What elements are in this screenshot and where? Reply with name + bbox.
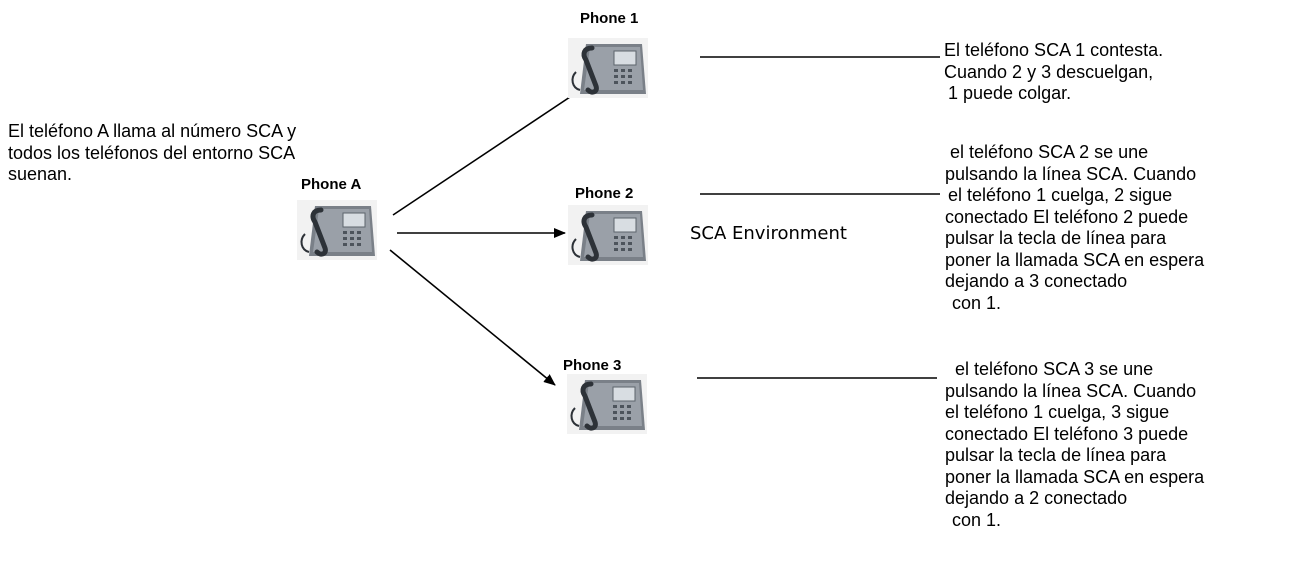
- note-line: conectado El teléfono 3 puede: [945, 423, 1189, 444]
- phone-1-note: El teléfono SCA 1 contesta. Cuando 2 y 3…: [944, 40, 1163, 105]
- arrow-a-to-phone1: [392, 84, 589, 216]
- note-line: el teléfono SCA 3 se une: [955, 359, 1154, 379]
- note-line: con 1.: [952, 509, 1002, 530]
- note-line: el teléfono 1 cuelga, 2 sigue: [948, 185, 1173, 205]
- phone-2-label: Phone 2: [575, 185, 634, 202]
- note-line: Cuando 2 y 3 descuelgan,: [944, 61, 1154, 82]
- note-line: pulsar la tecla de línea para: [945, 228, 1167, 248]
- note-line: poner la llamada SCA en espera: [945, 466, 1205, 487]
- note-line: poner la llamada SCA en espera: [945, 249, 1205, 270]
- sca-environment-label: SCA Environment: [690, 223, 847, 244]
- note-line: dejando a 2 conectado: [945, 488, 1128, 508]
- phone-2-icon: [568, 205, 648, 265]
- note-line: conectado El teléfono 2 puede: [945, 206, 1189, 227]
- phone-3-icon: [567, 374, 647, 434]
- note-line: pulsando la línea SCA. Cuando: [945, 380, 1197, 401]
- intro-text-line: todos los teléfonos del entorno SCA: [8, 142, 296, 163]
- arrow-a-to-phone3: [389, 249, 556, 386]
- phone-2-note: el teléfono SCA 2 se une pulsando la lín…: [945, 142, 1204, 314]
- note-line: pulsar la tecla de línea para: [945, 445, 1167, 465]
- intro-text-line: suenan.: [8, 164, 73, 184]
- intro-text-line: El teléfono A llama al número SCA y: [8, 121, 297, 141]
- phone-1-label: Phone 1: [580, 10, 639, 27]
- phone-3-note: el teléfono SCA 3 se une pulsando la lín…: [945, 359, 1204, 531]
- note-line: El teléfono SCA 1 contesta.: [944, 40, 1164, 60]
- note-line: 1 puede colgar.: [948, 83, 1072, 103]
- note-line: dejando a 3 conectado: [945, 271, 1128, 291]
- phone-1-icon: [568, 38, 648, 98]
- note-line: pulsando la línea SCA. Cuando: [945, 163, 1197, 184]
- intro-text: El teléfono A llama al número SCA y todo…: [8, 121, 296, 186]
- note-line: el teléfono 1 cuelga, 3 sigue: [945, 402, 1170, 422]
- phone-a-label: Phone A: [301, 176, 362, 193]
- note-line: el teléfono SCA 2 se une: [950, 142, 1149, 162]
- phone-3-label: Phone 3: [563, 357, 622, 374]
- note-line: con 1.: [952, 292, 1002, 313]
- phone-a-icon: [297, 200, 377, 260]
